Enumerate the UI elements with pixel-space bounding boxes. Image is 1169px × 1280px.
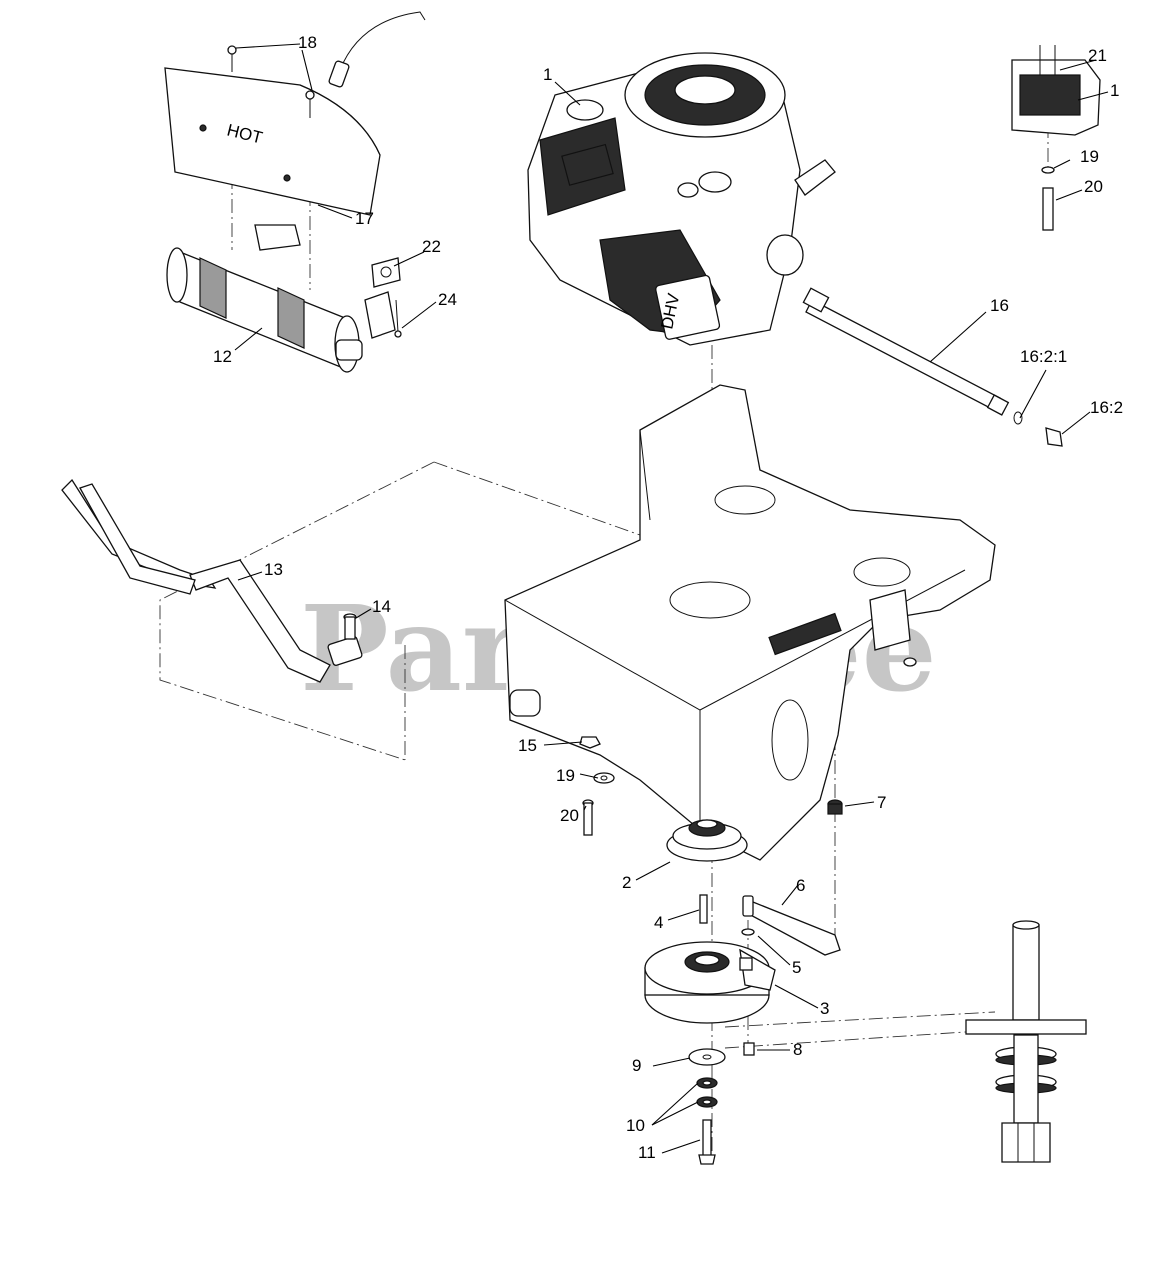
callout-8: 8 bbox=[793, 1040, 802, 1059]
callout-20-detail: 20 bbox=[1084, 177, 1103, 196]
nut bbox=[743, 1042, 755, 1056]
clutch-hardware bbox=[688, 1048, 726, 1165]
callout-21: 21 bbox=[1088, 46, 1107, 65]
spacer bbox=[827, 799, 843, 815]
callout-labels: 1 1 2 3 4 5 6 7 8 9 10 11 12 13 14 15 16… bbox=[213, 33, 1123, 1162]
pto-clutch bbox=[644, 941, 776, 1024]
callout-18: 18 bbox=[298, 33, 317, 52]
chassis-frame bbox=[504, 384, 996, 861]
callout-3: 3 bbox=[820, 999, 829, 1018]
callout-7: 7 bbox=[877, 793, 886, 812]
callout-2: 2 bbox=[622, 873, 631, 892]
dipstick-tube bbox=[802, 287, 1063, 447]
callout-15: 15 bbox=[518, 736, 537, 755]
callout-19-detail: 19 bbox=[1080, 147, 1099, 166]
engine-detail bbox=[1011, 45, 1101, 231]
callout-16-2-1: 16:2:1 bbox=[1020, 347, 1067, 366]
frame-hardware bbox=[579, 736, 615, 836]
callout-24: 24 bbox=[438, 290, 457, 309]
pin bbox=[343, 613, 357, 640]
callout-16: 16 bbox=[990, 296, 1009, 315]
exhaust-gasket bbox=[371, 257, 402, 338]
callout-20-frame: 20 bbox=[560, 806, 579, 825]
anti-rotation-bracket bbox=[741, 895, 841, 956]
muffler bbox=[166, 224, 396, 373]
callout-14: 14 bbox=[372, 597, 391, 616]
pulley bbox=[666, 819, 748, 862]
callout-11: 11 bbox=[638, 1143, 656, 1162]
callout-6: 6 bbox=[796, 876, 805, 895]
callout-9: 9 bbox=[632, 1056, 641, 1075]
callout-22: 22 bbox=[422, 237, 441, 256]
callout-16-2: 16:2 bbox=[1090, 398, 1123, 417]
callout-12: 12 bbox=[213, 347, 232, 366]
callout-5: 5 bbox=[792, 958, 801, 977]
engine: DHV bbox=[527, 52, 836, 346]
callout-13: 13 bbox=[264, 560, 283, 579]
callout-1-engine: 1 bbox=[543, 65, 552, 84]
heat-shield: HOT bbox=[164, 67, 381, 216]
callout-1-detail: 1 bbox=[1110, 81, 1119, 100]
tow-handle bbox=[61, 478, 363, 683]
callout-4: 4 bbox=[654, 913, 663, 932]
key bbox=[699, 894, 708, 924]
shield-screws bbox=[227, 11, 426, 118]
callout-10: 10 bbox=[626, 1116, 645, 1135]
leader-lines bbox=[234, 43, 1109, 1154]
callout-19-frame: 19 bbox=[556, 766, 575, 785]
crankshaft-detail bbox=[965, 920, 1087, 1163]
callout-17: 17 bbox=[355, 209, 374, 228]
